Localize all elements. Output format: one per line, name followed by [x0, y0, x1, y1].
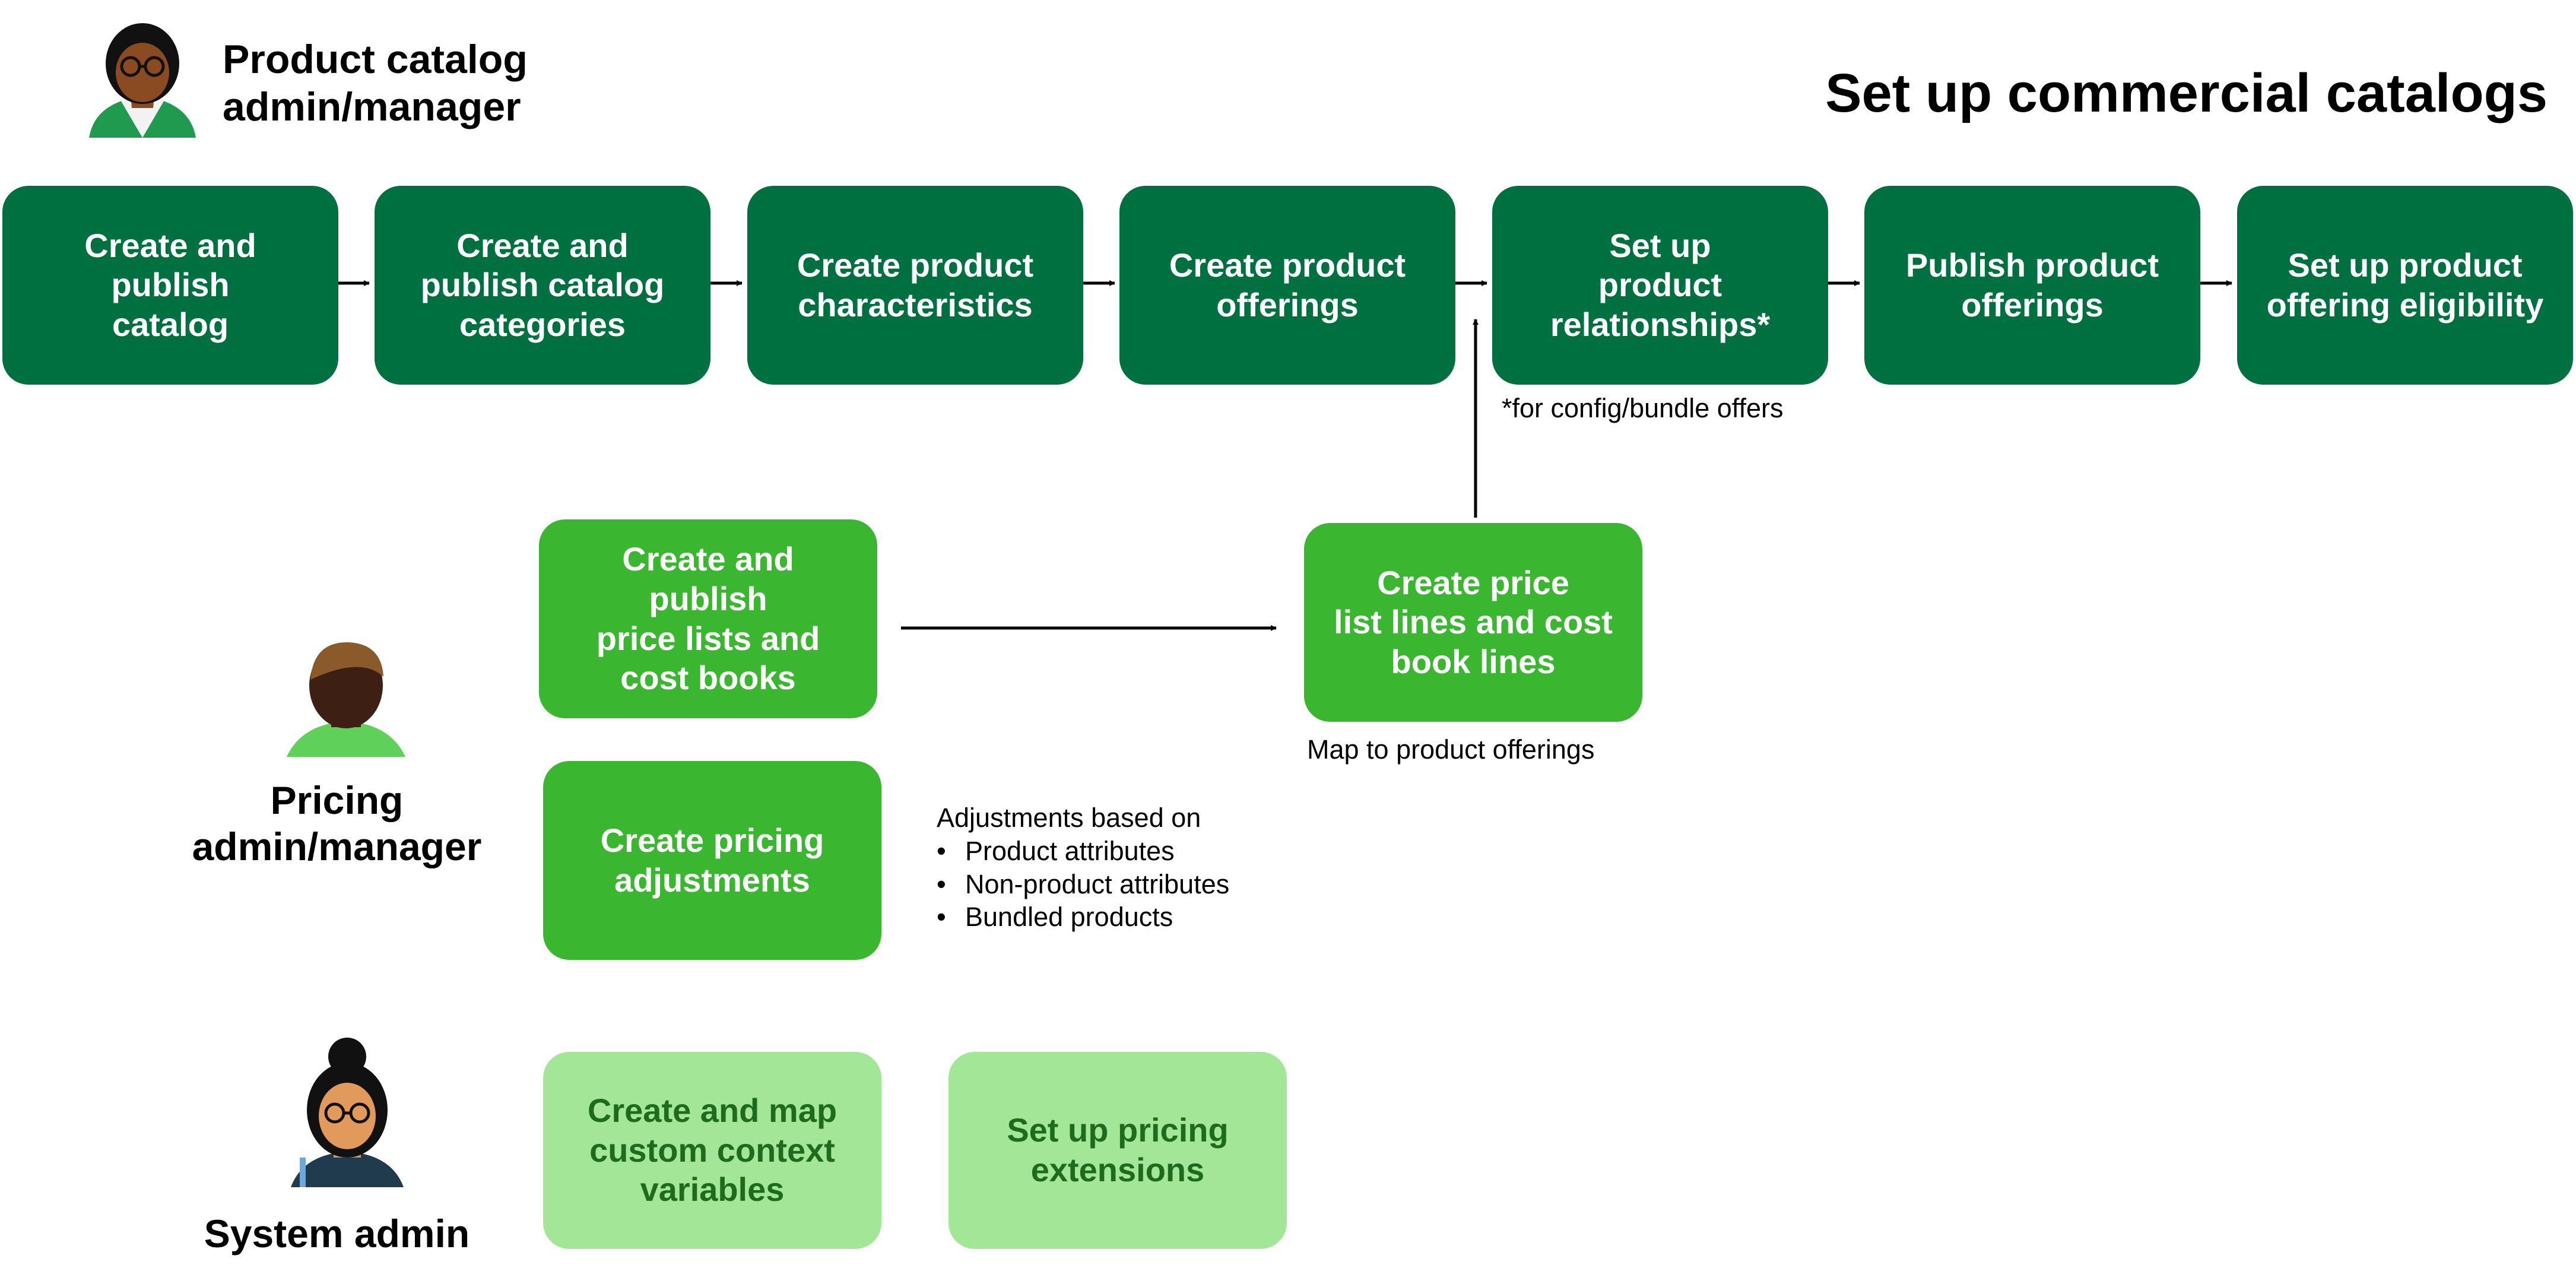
step-set-up-offering-eligibility: Set up product offering eligibility	[2237, 186, 2573, 385]
step-create-price-list-lines: Create price list lines and cost book li…	[1304, 523, 1642, 722]
person-glasses-bun-icon	[291, 1038, 404, 1187]
relationships-footnote: *for config/bundle offers	[1502, 393, 1784, 423]
step-create-product-characteristics: Create product characteristics	[747, 186, 1083, 385]
adjustment-basis-item: Bundled products	[937, 900, 1229, 934]
person-green-shirt-icon	[287, 642, 405, 757]
role-label-product-admin: Product catalog admin/manager	[223, 37, 528, 130]
price-lines-note: Map to product offerings	[1307, 734, 1595, 765]
step-publish-product-offerings: Publish product offerings	[1864, 186, 2200, 385]
system-admin-avatar	[285, 1036, 410, 1190]
adjustment-basis-item: Non-product attributes	[937, 868, 1229, 901]
step-create-map-context-variables: Create and map custom context variables	[543, 1052, 881, 1249]
page-title: Set up commercial catalogs	[1825, 63, 2548, 123]
adjustments-note: Adjustments based on Product attributes …	[937, 801, 1229, 934]
adjustment-basis-item: Product attributes	[937, 835, 1229, 868]
step-create-publish-catalog-categories: Create and publish catalog categories	[375, 186, 710, 385]
step-create-pricing-adjustments: Create pricing adjustments	[543, 761, 881, 960]
step-set-up-product-relationships: Set up product relationships*	[1492, 186, 1828, 385]
adjustments-note-list: Product attributes Non-product attribute…	[937, 835, 1229, 934]
step-create-publish-catalog: Create and publish catalog	[2, 186, 338, 385]
step-create-publish-price-lists: Create and publish price lists and cost …	[539, 519, 877, 718]
step-set-up-pricing-extensions: Set up pricing extensions	[948, 1052, 1287, 1249]
pricing-admin-avatar	[284, 629, 408, 760]
role-label-pricing-admin: Pricing admin/manager	[192, 778, 482, 868]
adjustments-note-heading: Adjustments based on	[937, 803, 1201, 833]
role-label-system-admin: System admin	[204, 1212, 470, 1255]
person-glasses-green-jacket-icon	[89, 23, 196, 138]
product-admin-avatar	[83, 13, 202, 144]
step-create-product-offerings: Create product offerings	[1119, 186, 1455, 385]
